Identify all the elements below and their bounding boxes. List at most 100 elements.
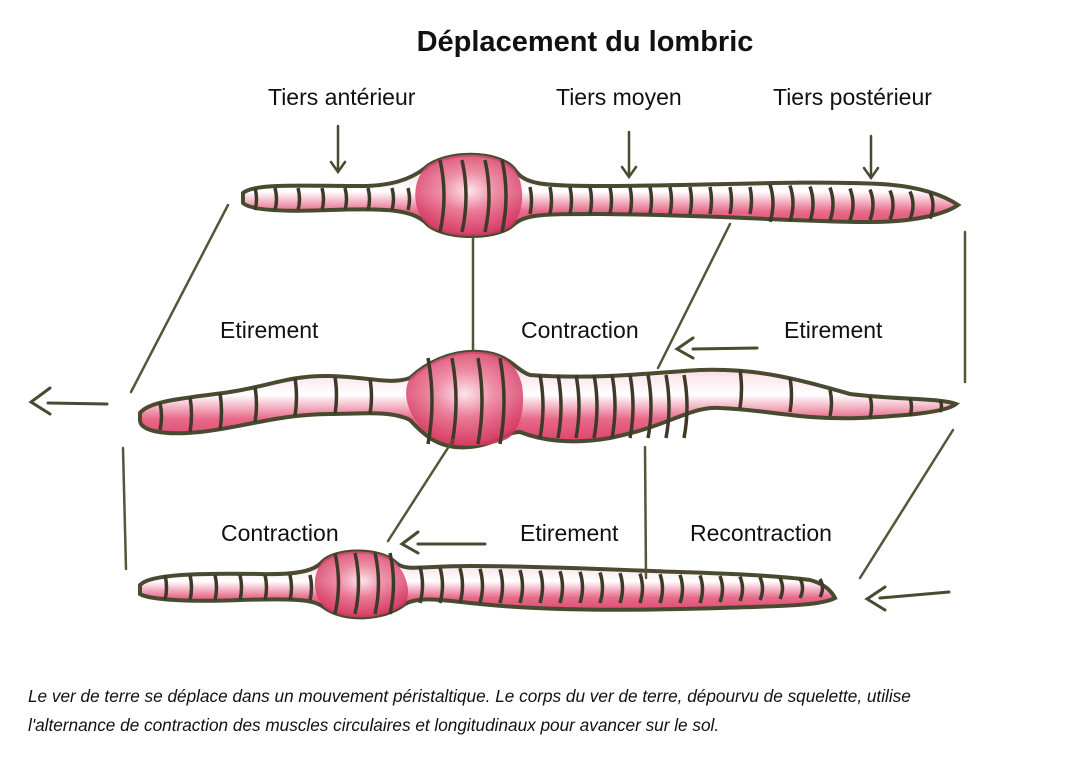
- worm-segment-ring: [438, 159, 446, 233]
- worm-segment-ring: [406, 187, 412, 211]
- worm-segment-ring: [438, 567, 445, 604]
- worm-segment-ring: [556, 374, 563, 439]
- worm-segment-ring: [668, 186, 674, 215]
- diagram-title: Déplacement du lombric: [416, 26, 754, 58]
- worm-segment-ring: [658, 573, 665, 604]
- left-arrow-icon: [864, 585, 951, 612]
- label-row2-stretch: Etirement: [520, 520, 619, 546]
- down-arrow-icon: [329, 124, 347, 175]
- worm-segment-ring: [476, 357, 484, 445]
- worm-segment-ring: [333, 552, 341, 615]
- worm-segment-ring: [610, 374, 617, 439]
- worm-segment-ring: [868, 395, 874, 419]
- worm-segment-ring: [528, 186, 534, 215]
- worm-segment-ring: [558, 570, 565, 604]
- worm-segment-ring: [518, 569, 525, 604]
- worm-segment-ring: [568, 186, 574, 215]
- worm-segment-ring: [500, 159, 508, 233]
- worm-segment-ring: [728, 186, 734, 215]
- worm-segment-ring: [908, 190, 915, 220]
- label-anterior-third: Tiers antérieur: [268, 84, 416, 110]
- worm-segment-ring: [390, 187, 396, 211]
- worm-segment-ring: [698, 574, 705, 604]
- worm-segment-ring: [848, 187, 855, 221]
- worm-segment-ring: [478, 568, 485, 604]
- worm-stage-3: [138, 549, 838, 620]
- worm-segment-ring: [188, 396, 194, 433]
- worm-segment-ring: [778, 577, 785, 600]
- worm-segment-ring: [273, 187, 279, 211]
- label-row1-stretch-left: Etirement: [220, 317, 319, 343]
- worm-segment-ring: [828, 186, 835, 222]
- label-posterior-third: Tiers postérieur: [773, 84, 932, 110]
- worm-segment-ring: [368, 378, 374, 415]
- worm-segment-ring: [628, 186, 634, 215]
- worm-segment-ring: [588, 186, 594, 215]
- label-row2-recontraction: Recontraction: [690, 520, 832, 546]
- worm-segment-ring: [373, 552, 381, 615]
- worm-segment-ring: [538, 374, 545, 439]
- worm-stage-2: [138, 349, 960, 450]
- worm-segment-ring: [263, 574, 269, 601]
- worm-segment-ring: [888, 189, 895, 221]
- left-arrow-icon: [399, 530, 487, 555]
- worm-segment-ring: [458, 567, 465, 604]
- worm-segment-ring: [608, 186, 614, 215]
- worm-segment-ring: [353, 552, 361, 615]
- worm-segment-ring: [738, 575, 745, 602]
- worm-segment-ring: [664, 374, 671, 439]
- left-arrow-icon: [28, 386, 109, 416]
- worm-segment-ring: [738, 369, 744, 409]
- worm-segment-ring: [538, 570, 545, 604]
- label-row2-contraction: Contraction: [221, 520, 339, 546]
- worm-segment-ring: [188, 574, 194, 601]
- worm-segment-ring: [460, 159, 468, 233]
- worm-segment-ring: [638, 573, 645, 604]
- worm-segment-ring: [253, 187, 259, 211]
- worm-segment-ring: [938, 399, 944, 413]
- worm-segment-ring: [293, 377, 299, 417]
- worm-segment-ring: [598, 571, 605, 604]
- worm-segment-ring: [628, 374, 635, 439]
- worm-segment-ring: [366, 187, 372, 211]
- worm-segment-ring: [288, 574, 294, 601]
- worm-segment-ring: [238, 574, 244, 601]
- worm-segment-ring: [308, 574, 314, 601]
- worm-segment-ring: [868, 188, 875, 221]
- label-row1-stretch-right: Etirement: [784, 317, 883, 343]
- worm-segment-ring: [592, 374, 599, 439]
- worm-segment-ring: [788, 377, 794, 413]
- worm-segment-ring: [908, 397, 914, 417]
- worm-segment-ring: [748, 186, 754, 215]
- worm-segment-ring: [708, 186, 714, 215]
- worm-segment-ring: [548, 186, 554, 215]
- worm-segment-ring: [218, 392, 224, 431]
- down-arrow-icon: [862, 134, 880, 181]
- worm-segment-ring: [808, 185, 815, 222]
- worm-segment-ring: [450, 357, 458, 445]
- worm-segment-ring: [688, 186, 694, 215]
- label-middle-third: Tiers moyen: [556, 84, 682, 110]
- caption: Le ver de terre se déplace dans un mouve…: [28, 686, 911, 735]
- down-arrow-icon: [620, 130, 638, 180]
- worm-segment-ring: [788, 184, 795, 222]
- worm-segment-ring: [343, 187, 349, 211]
- worm-segment-ring: [574, 374, 581, 439]
- worm-segment-ring: [296, 187, 302, 211]
- worm-segment-ring: [618, 572, 625, 604]
- worm-segment-ring: [426, 357, 434, 445]
- worm-segment-ring: [158, 402, 164, 431]
- left-arrow-icon: [674, 336, 759, 360]
- worm-segment-ring: [578, 571, 585, 604]
- worm-segment-ring: [758, 576, 765, 601]
- worm-segment-ring: [418, 566, 425, 604]
- worm-segment-ring: [333, 376, 339, 415]
- worm-segment-ring: [213, 574, 219, 601]
- connector-lines: [121, 203, 967, 580]
- worm-segment-ring: [646, 374, 653, 439]
- worm-segment-ring: [498, 568, 505, 604]
- worm-segment-ring: [928, 191, 935, 220]
- worm-segment-ring: [682, 374, 689, 439]
- worm-segment-ring: [798, 577, 805, 599]
